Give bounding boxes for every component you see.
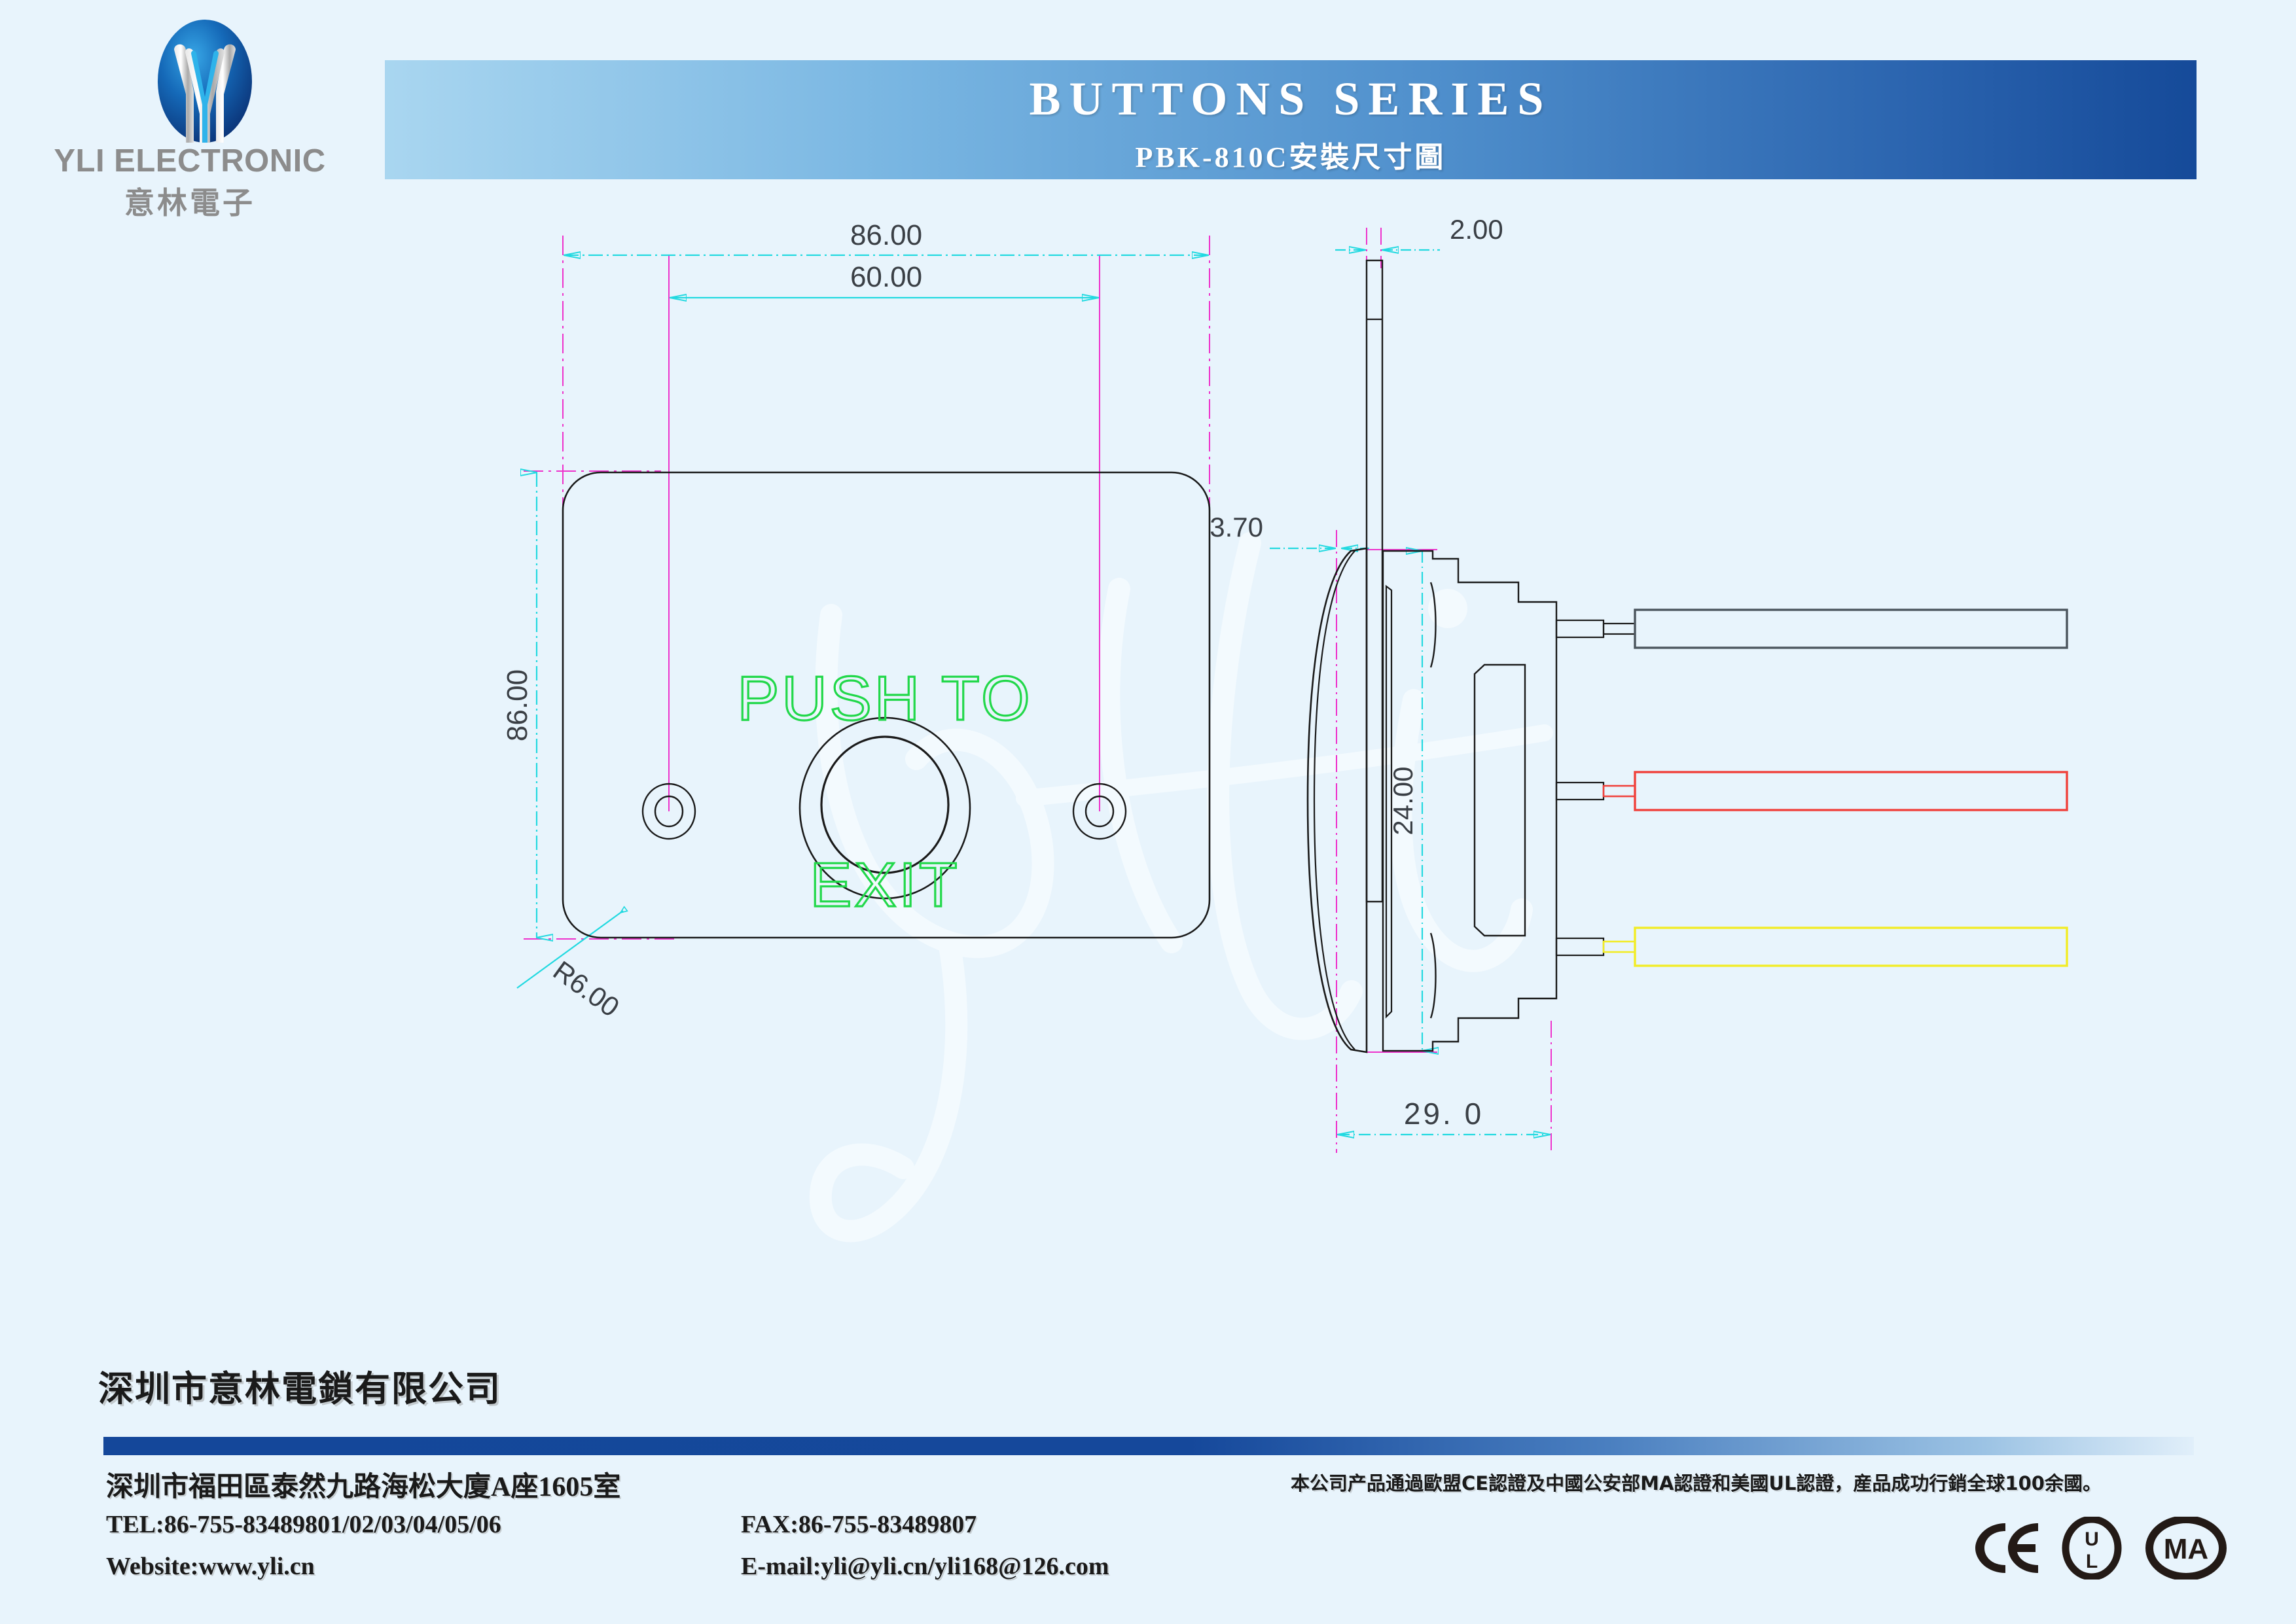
front-label-push-to: PUSH TO [737, 663, 1032, 733]
svg-text:MA: MA [2164, 1533, 2208, 1565]
dim-label-290: 29. 0 [1404, 1097, 1484, 1131]
screw-hole-right [1072, 783, 1127, 840]
header-banner: BUTTONS SERIES PBK-810C安裝尺寸圖 [385, 60, 2197, 179]
company-address: 深圳市福田區泰然九路海松大廈A座1605室 [106, 1472, 621, 1502]
dim-corner-radius: R6.00 [516, 911, 625, 1023]
front-view: 86.00 60.00 86.00 R6.00 [501, 219, 1211, 1023]
logo-english-text: YLI ELECTRONIC [54, 143, 326, 179]
dim-overall-height: 86.00 [501, 472, 537, 938]
tel-text: TEL:86-755-83489801/02/03/04/05/06 [106, 1511, 501, 1538]
wire-yellow [1555, 927, 2068, 967]
side-bezel-ring [1385, 584, 1393, 1019]
front-label-exit: EXIT [810, 850, 960, 920]
dim-hole-spacing: 60.00 [670, 261, 1098, 298]
dim-plate-thickness: 2.00 [1335, 216, 1503, 250]
dim-overall-width: 86.00 [564, 219, 1208, 255]
email-text[interactable]: E-mail:yli@yli.cn/yli168@126.com [741, 1553, 1109, 1580]
dim-label-370: 3.70 [1210, 512, 1263, 542]
ul-mark-icon: U L [2062, 1517, 2122, 1580]
side-switch-body [1382, 550, 1558, 1052]
contact-phone-row: TEL:86-755-83489801/02/03/04/05/06 FAX:8… [106, 1510, 1219, 1539]
dim-button-protrusion: 3.70 [1210, 512, 1369, 548]
contact-web-row: Website:www.yli.cn E-mail:yli@yli.cn/yli… [106, 1552, 1219, 1581]
fax-text: FAX:86-755-83489807 [741, 1511, 977, 1538]
company-logo: YLI ELECTRONIC 意林電子 [20, 7, 360, 222]
screw-hole-left [641, 783, 696, 840]
ce-mark-icon [1975, 1523, 2038, 1573]
svg-text:U: U [2085, 1528, 2099, 1550]
website-text[interactable]: Website:www.yli.cn [106, 1553, 315, 1580]
dim-label-60: 60.00 [850, 261, 922, 293]
svg-text:L: L [2086, 1551, 2098, 1572]
wire-black [1555, 609, 2068, 649]
side-button-dome [1306, 547, 1368, 1053]
ma-mark-icon: MA [2145, 1517, 2227, 1580]
certification-note: 本公司产品通過歐盟CE認證及中國公安部MA認證和美國UL認證，産品成功行銷全球1… [1291, 1472, 2102, 1494]
side-view: 2.00 3.70 24.00 29. 0 [1210, 216, 2068, 1153]
banner-subtitle: PBK-810C安裝尺寸圖 [1135, 141, 1446, 173]
banner-title: BUTTONS SERIES [1029, 73, 1552, 125]
logo-chinese-text: 意林電子 [124, 185, 255, 221]
side-button-dome-inner [1313, 550, 1355, 1050]
push-button-front [798, 716, 971, 900]
dim-label-2400: 24.00 [1388, 766, 1418, 835]
certification-marks: U L MA [1975, 1517, 2227, 1580]
wire-red [1555, 771, 2068, 811]
front-extension-lines [524, 236, 1210, 940]
dim-label-r600: R6.00 [548, 955, 625, 1023]
dim-label-86-left: 86.00 [501, 669, 533, 741]
technical-drawing: 86.00 60.00 86.00 R6.00 [501, 216, 2068, 1153]
dim-label-200: 2.00 [1450, 216, 1503, 245]
yli-emblem-icon [158, 20, 252, 143]
dim-body-depth: 29. 0 [1338, 1097, 1550, 1135]
panel-plate-outline [562, 471, 1211, 939]
dim-label-86-top: 86.00 [850, 219, 922, 251]
side-mounting-plate [1365, 259, 1384, 903]
dim-body-height: 24.00 [1388, 551, 1422, 1051]
footer-divider-bar [103, 1437, 2194, 1455]
company-name: 深圳市意林電鎖有限公司 [98, 1368, 501, 1409]
